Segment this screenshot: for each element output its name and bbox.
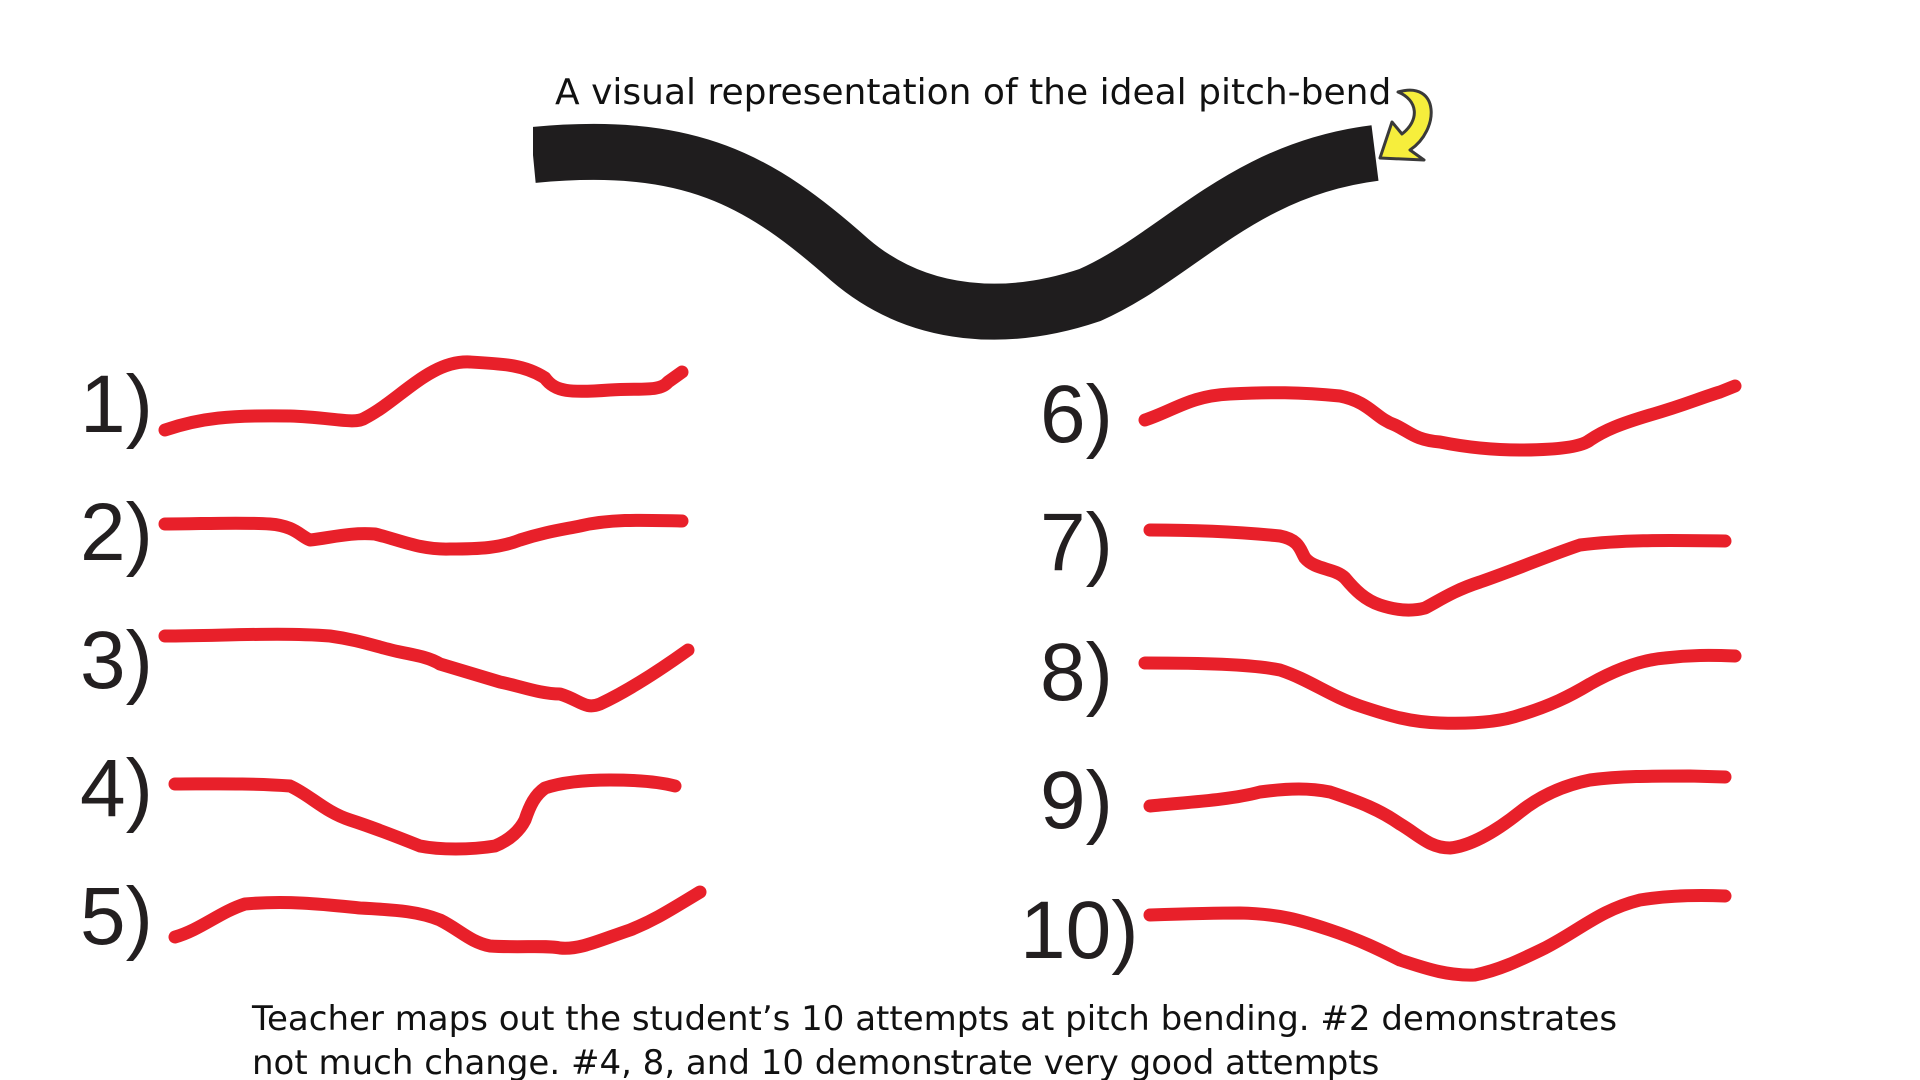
attempt-number: 1) (80, 359, 153, 450)
attempt-number: 2) (80, 487, 153, 578)
attempt-number: 4) (80, 743, 153, 834)
diagram-title: A visual representation of the ideal pit… (555, 72, 1391, 113)
attempt-number: 5) (80, 871, 153, 962)
curved-arrow-icon (1378, 88, 1433, 162)
caption-line-1: Teacher maps out the student’s 10 attemp… (251, 999, 1617, 1039)
attempt-number: 8) (1040, 627, 1113, 718)
attempt-number: 6) (1040, 369, 1113, 460)
attempt-9-curve (1143, 769, 1732, 855)
attempt-8-curve (1138, 648, 1742, 730)
attempt-1-curve (158, 355, 689, 437)
attempt-6-curve (1138, 379, 1742, 457)
attempt-2-curve (158, 513, 689, 556)
attempt-7-curve (1143, 523, 1732, 617)
attempt-number: 10) (1020, 885, 1139, 976)
attempt-number: 3) (80, 615, 153, 706)
attempt-number: 9) (1040, 755, 1113, 846)
attempt-5-curve (168, 885, 707, 955)
caption-line-2: not much change. #4, 8, and 10 demonstra… (252, 1043, 1379, 1080)
attempt-10-curve (1143, 888, 1732, 982)
ideal-pitch-bend-curve (530, 123, 1379, 340)
attempt-4-curve (168, 773, 682, 856)
attempt-3-curve (158, 627, 695, 713)
attempt-number: 7) (1040, 497, 1113, 588)
